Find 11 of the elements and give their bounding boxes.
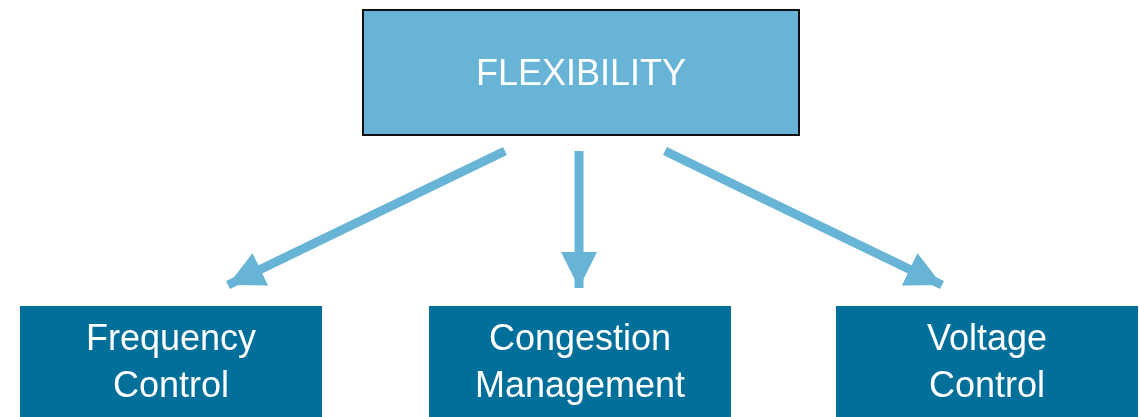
- box-label: Congestion Management: [473, 315, 687, 407]
- box-label: FLEXIBILITY: [475, 51, 687, 94]
- process-box: [429, 306, 731, 417]
- arrow: [663, 146, 944, 290]
- arrow: [561, 151, 597, 288]
- process-box: [20, 306, 322, 417]
- process-box: [362, 9, 800, 136]
- process-box: [836, 306, 1138, 417]
- box-label: Frequency Control: [84, 315, 258, 407]
- arrow: [226, 146, 507, 290]
- box-label: Voltage Control: [925, 315, 1049, 407]
